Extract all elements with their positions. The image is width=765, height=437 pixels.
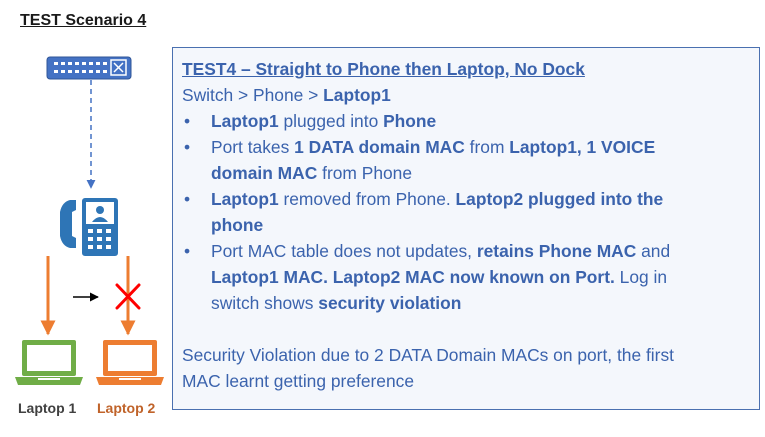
topology-diagram: [15, 56, 164, 385]
steps-list: • Laptop1 plugged into Phone • Port take…: [182, 108, 749, 316]
bullet-glyph: •: [184, 241, 191, 261]
list-item: • Laptop1 removed from Phone. Laptop2 pl…: [182, 186, 749, 238]
conclusion-line-2: MAC learnt getting preference: [182, 371, 414, 391]
network-switch-icon: [46, 56, 132, 80]
list-item: • Port takes 1 DATA domain MAC from Lapt…: [182, 134, 749, 186]
laptop-1-icon: [15, 340, 83, 385]
diagram-title: TEST Scenario 4: [20, 12, 147, 29]
conclusion-line-1: Security Violation due to 2 DATA Domain …: [182, 345, 674, 365]
laptop-2-icon: [96, 340, 164, 385]
bullet-glyph: •: [184, 189, 191, 209]
red-x-icon: [115, 283, 141, 310]
list-item: • Port MAC table does not updates, retai…: [182, 238, 749, 316]
bullet-glyph: •: [184, 111, 191, 131]
ip-phone-icon: [60, 198, 118, 256]
scenario-heading: TEST4 – Straight to Phone then Laptop, N…: [182, 59, 585, 79]
list-item: • Laptop1 plugged into Phone: [182, 108, 749, 134]
scenario-description-box: TEST4 – Straight to Phone then Laptop, N…: [172, 47, 760, 410]
bullet-glyph: •: [184, 137, 191, 157]
laptop-2-label: Laptop 2: [97, 400, 156, 416]
laptop-1-label: Laptop 1: [18, 400, 77, 416]
path-line: Switch > Phone > Laptop1: [182, 85, 391, 105]
